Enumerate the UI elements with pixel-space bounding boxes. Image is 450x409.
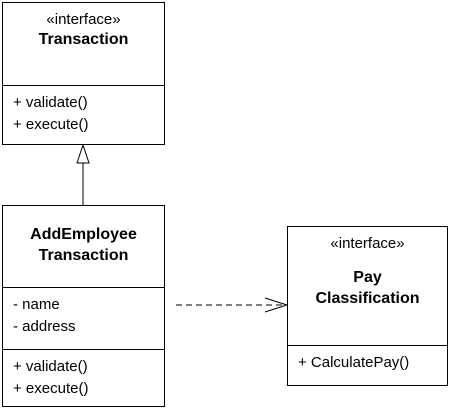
add-employee-name-line2: Transaction xyxy=(38,247,129,264)
attribute: - address xyxy=(13,318,76,335)
transaction-stereotype: «interface» xyxy=(46,11,121,28)
pay-classification-name-line2: Classification xyxy=(315,290,420,307)
transaction-operations: + validate() + execute() xyxy=(3,85,164,136)
pay-classification-name-line1: Pay xyxy=(353,269,382,286)
operation: + execute() xyxy=(13,116,89,133)
attribute: - name xyxy=(13,296,60,313)
transaction-header: «interface» Transaction xyxy=(3,3,164,85)
generalization-arrow xyxy=(76,143,90,205)
operation: + validate() xyxy=(13,358,88,375)
operation: + CalculatePay() xyxy=(298,354,410,371)
pay-classification-stereotype: «interface» xyxy=(330,235,405,252)
pay-classification-class: «interface» Pay Classification + Calcula… xyxy=(287,226,448,386)
add-employee-name-line1: AddEmployee xyxy=(30,226,137,243)
add-employee-transaction-class: AddEmployee Transaction - name - address… xyxy=(2,205,165,407)
operation: + validate() xyxy=(13,94,88,111)
add-employee-header: AddEmployee Transaction xyxy=(3,206,164,287)
pay-classification-operations: + CalculatePay() xyxy=(288,345,447,374)
dependency-arrow xyxy=(176,297,289,313)
transaction-class: «interface» Transaction + validate() + e… xyxy=(2,2,165,145)
transaction-name: Transaction xyxy=(38,31,129,48)
add-employee-operations: + validate() + execute() xyxy=(3,349,164,400)
operation: + execute() xyxy=(13,380,89,397)
add-employee-attributes: - name - address xyxy=(3,287,164,349)
pay-classification-header: «interface» Pay Classification xyxy=(288,227,447,345)
